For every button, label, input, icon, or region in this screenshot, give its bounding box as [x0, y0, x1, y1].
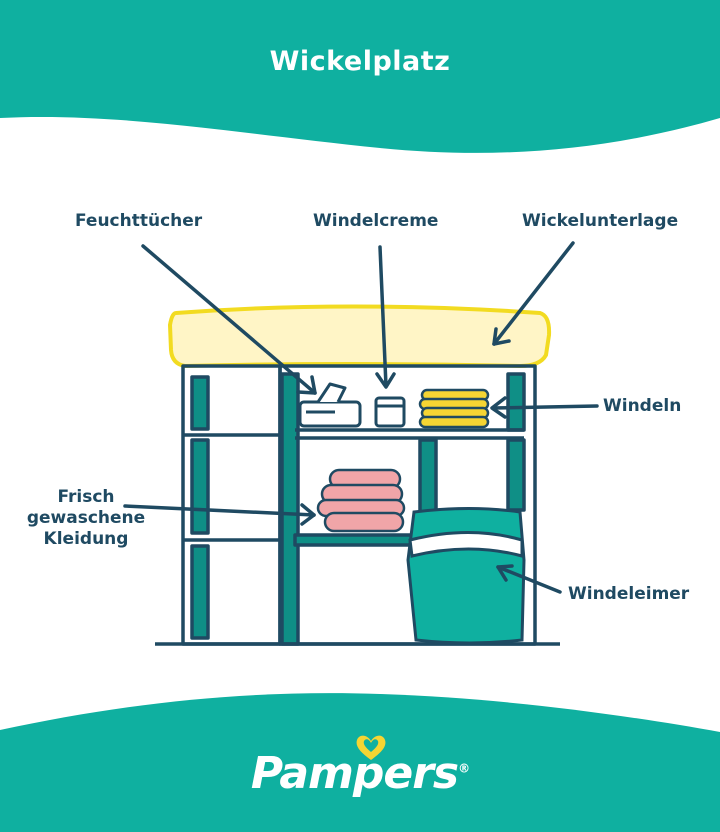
diaper-bin — [406, 507, 526, 645]
label-changing-pad: Wickelunterlage — [522, 211, 679, 231]
cream-jar — [374, 396, 406, 428]
label-clothes-line3: Kleidung — [43, 529, 129, 549]
bottom-banner — [0, 693, 720, 832]
label-arrows — [123, 241, 599, 594]
label-diaper-bin: Windeleimer — [568, 584, 690, 604]
label-clothes: Frisch gewaschene Kleidung — [26, 487, 146, 550]
label-diapers: Windeln — [603, 396, 682, 416]
trademark-symbol: ® — [458, 761, 470, 776]
top-banner — [0, 0, 720, 153]
clothes-stack — [316, 468, 406, 533]
label-wipes: Feuchttücher — [75, 211, 203, 231]
label-clothes-line1: Frisch — [57, 487, 115, 507]
diaper-stack — [418, 388, 490, 429]
label-clothes-line2: gewaschene — [26, 508, 146, 528]
brand-name: Pampers — [250, 748, 459, 799]
brand-logo: Pampers® — [0, 748, 720, 799]
label-cream: Windelcreme — [313, 211, 439, 231]
page-title: Wickelplatz — [269, 46, 451, 77]
heart-logo-icon — [356, 735, 386, 760]
wipes-package — [298, 382, 362, 428]
